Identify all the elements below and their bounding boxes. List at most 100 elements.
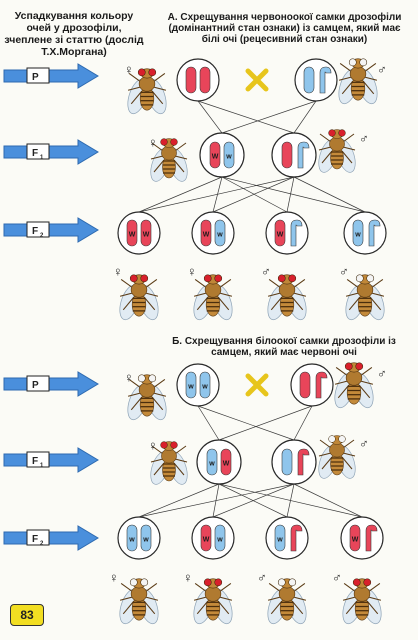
- generation-subscript: 1: [40, 155, 44, 161]
- fly-eye: [129, 578, 138, 587]
- allele-label: W: [143, 232, 150, 239]
- f2-fly-b-3: [267, 578, 307, 625]
- female-symbol: ♀: [148, 135, 158, 150]
- section-b-heading: Б. Схрещування білоокої самки дрозофіли …: [172, 336, 396, 358]
- f1-male-fly: [318, 129, 356, 173]
- allele-label: w: [276, 537, 283, 544]
- allele-label: W: [203, 537, 210, 544]
- parent-male-genotype: [294, 58, 338, 102]
- y-chromosome: [297, 141, 310, 169]
- male-symbol: ♂: [377, 62, 387, 77]
- generation-subscript: 1: [40, 463, 44, 469]
- f2-genotype-a-4: w: [343, 211, 387, 255]
- allele-label: W: [352, 537, 359, 544]
- fly-eye: [363, 578, 372, 587]
- fly-eye: [203, 578, 212, 587]
- fly-eye: [203, 274, 212, 283]
- allele-label: w: [216, 232, 223, 239]
- male-symbol: ♂: [339, 264, 349, 279]
- generation-label: F: [32, 148, 38, 159]
- male-symbol: ♂: [377, 366, 387, 381]
- fly-eye: [277, 578, 286, 587]
- f2-genotype-b-3: w: [265, 516, 309, 560]
- male-symbol: ♂: [257, 570, 267, 585]
- fly-eye: [288, 578, 297, 587]
- fly-eye: [140, 274, 149, 283]
- f2-fly-b-1: [119, 578, 159, 625]
- f1-female-fly-b: [150, 441, 188, 485]
- f1-male-fly-b: [318, 435, 356, 479]
- fly-eye: [214, 578, 223, 587]
- fly-eye: [148, 68, 157, 77]
- fly-eye: [348, 58, 357, 67]
- gen-arrow-p-a: P: [3, 63, 99, 89]
- fly-eye: [170, 441, 178, 449]
- f2-fly-a-1: [119, 274, 159, 321]
- fly-eye: [355, 362, 364, 371]
- page-number-badge: 83: [10, 604, 44, 626]
- fly-eye: [140, 578, 149, 587]
- parent-female-fly: [127, 68, 167, 115]
- generation-label: P: [32, 72, 39, 83]
- fly-eye: [355, 274, 364, 283]
- allele-label: W: [277, 232, 284, 239]
- generation-label: F: [32, 456, 38, 467]
- fly-eye: [366, 274, 375, 283]
- allele-label: w: [128, 537, 135, 544]
- allele-label: W: [223, 461, 230, 468]
- parent-female-fly-b: [127, 374, 167, 421]
- allele-label: w: [187, 384, 194, 391]
- page-title: Успадкування кольору очей у дрозофіли, з…: [4, 10, 144, 58]
- fly-eye: [137, 68, 146, 77]
- y-chromosome: [368, 219, 381, 247]
- parent-male-fly-b: [334, 362, 374, 409]
- parent-male-fly: [338, 58, 378, 105]
- male-symbol: ♂: [332, 570, 342, 585]
- fly-eye: [170, 138, 178, 146]
- f2-fly-b-2: [193, 578, 233, 625]
- y-chromosome: [365, 524, 378, 552]
- male-symbol: ♂: [261, 264, 271, 279]
- section-a-heading: А. Схрещування червоноокої самки дрозофі…: [167, 12, 402, 45]
- female-symbol: ♀: [183, 570, 193, 585]
- f1-male-genotype: [271, 132, 317, 178]
- connector-lines: [138, 100, 366, 518]
- male-symbol: ♂: [359, 131, 369, 146]
- gen-arrow-p-b: P: [3, 371, 99, 397]
- fly-eye: [352, 578, 361, 587]
- female-symbol: ♀: [124, 370, 134, 385]
- female-symbol: ♀: [124, 62, 134, 77]
- allele-label: w: [142, 537, 149, 544]
- y-chromosome: [290, 524, 303, 552]
- allele-label: W: [129, 232, 136, 239]
- y-chromosome: [290, 219, 303, 247]
- fly-eye: [359, 58, 368, 67]
- parent-male-genotype-b: [290, 363, 334, 407]
- f2-fly-a-2: [193, 274, 233, 321]
- allele-label: w: [354, 232, 361, 239]
- y-chromosome: [297, 448, 310, 476]
- fly-eye: [214, 274, 223, 283]
- f2-genotype-b-4: W: [340, 516, 384, 560]
- allele-label: w: [208, 461, 215, 468]
- generation-label: F: [32, 226, 38, 237]
- f2-genotype-a-3: W: [265, 211, 309, 255]
- fly-eye: [288, 274, 297, 283]
- cross-symbol: [245, 373, 269, 397]
- generation-subscript: 2: [40, 233, 44, 239]
- fly-eye: [277, 274, 286, 283]
- female-symbol: ♀: [187, 264, 197, 279]
- parent-female-genotype: [176, 58, 220, 102]
- fly-eye: [338, 435, 346, 443]
- fly-eye: [137, 374, 146, 383]
- f2-fly-b-4: [342, 578, 382, 625]
- f1-male-genotype-b: [271, 439, 317, 485]
- cross-symbol: [245, 68, 269, 92]
